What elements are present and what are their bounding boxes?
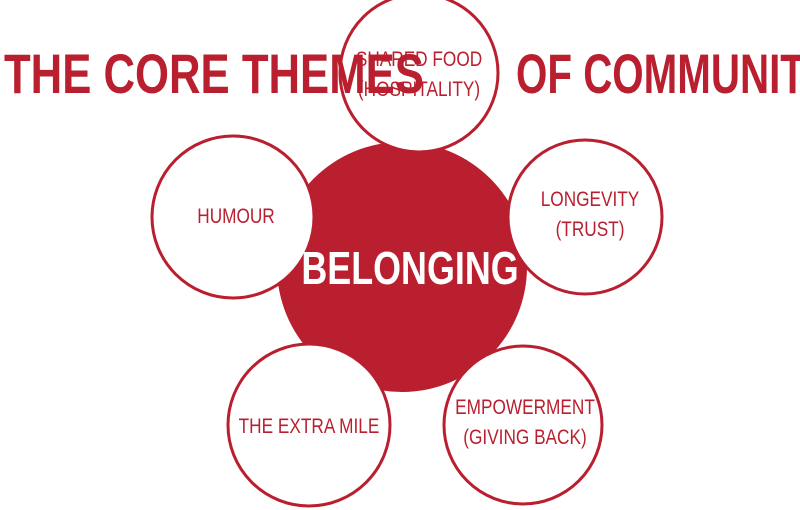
node-label-longevity: LONGEVITY (TRUST) (541, 185, 640, 245)
title-left: THE CORE THEMES (4, 42, 424, 105)
node-circle-extra-mile (226, 342, 392, 508)
node-circle-shared-food (338, 0, 500, 154)
node-label-line1: LONGEVITY (540, 188, 640, 211)
center-circle (277, 142, 527, 392)
node-label-line1: THE EXTRA MILE (238, 415, 380, 438)
node-label-shared-food: SHARED FOOD (HOSPITALITY) (356, 45, 482, 105)
title-right: OF COMMUNITY (516, 42, 800, 105)
node-label-line2: (HOSPITALITY) (357, 78, 481, 101)
node-label-line1: HUMOUR (197, 205, 275, 228)
node-circle-empowerment (442, 344, 604, 506)
node-circle-longevity (506, 138, 664, 296)
node-label-line2: (TRUST) (555, 218, 625, 241)
center-label: BELONGING (301, 242, 519, 294)
node-label-line1: SHARED FOOD (355, 48, 483, 71)
node-label-empowerment: EMPOWERMENT (GIVING BACK) (455, 393, 595, 453)
node-label-extra-mile: THE EXTRA MILE (239, 412, 380, 442)
node-label-line2: (GIVING BACK) (463, 426, 587, 449)
node-circle-humour (150, 134, 316, 300)
node-label-humour: HUMOUR (197, 202, 274, 232)
node-label-line1: EMPOWERMENT (455, 396, 595, 419)
